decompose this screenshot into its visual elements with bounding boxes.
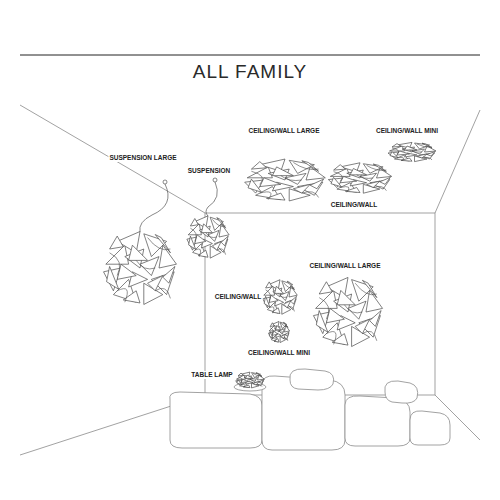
- product-label: CEILING/WALL MINI: [247, 349, 311, 357]
- lamp-shape: [388, 142, 436, 161]
- suspension-lamp: [187, 216, 229, 258]
- table-lamp: [236, 372, 265, 388]
- cushion: [290, 369, 334, 390]
- ceiling-edge: [20, 105, 205, 213]
- cushion: [385, 381, 418, 403]
- ceiling-rose: [163, 180, 167, 184]
- product-label: CEILING/WALL LARGE: [308, 262, 381, 270]
- lamp-shape: [245, 159, 326, 201]
- suspension-large-lamp: [104, 232, 177, 305]
- pouf: [410, 411, 450, 445]
- armchair: [345, 396, 410, 446]
- furniture: [170, 369, 450, 450]
- product-label: SUSPENSION LARGE: [108, 154, 177, 162]
- title: ALL FAMILY: [193, 61, 308, 83]
- lamp-shape: [236, 372, 265, 388]
- product-label: CEILING/WALL: [330, 201, 379, 209]
- wall-lamp: [263, 280, 298, 315]
- cord: [206, 182, 217, 216]
- ceiling-lamp: [328, 163, 391, 193]
- ceiling-large-lamp: [245, 159, 326, 201]
- bench: [170, 392, 262, 448]
- product-label: CEILING/WALL MINI: [375, 127, 439, 135]
- product-label: CEILING/WALL LARGE: [247, 127, 320, 135]
- wall-large-lamp: [313, 277, 382, 346]
- header-rule: [20, 55, 480, 56]
- product-label: CEILING/WALL: [214, 293, 263, 301]
- ceiling-rose: [213, 178, 217, 182]
- lamp-shape: [328, 163, 391, 193]
- ceiling-edge: [435, 110, 480, 213]
- back-wall: [205, 213, 435, 395]
- wall-mini-lamp: [268, 321, 289, 342]
- ceiling-mini-lamp: [388, 142, 436, 161]
- room-lines: [20, 105, 480, 455]
- product-label: SUSPENSION: [187, 167, 232, 175]
- product-label: TABLE LAMP: [190, 371, 233, 379]
- cord: [140, 184, 168, 232]
